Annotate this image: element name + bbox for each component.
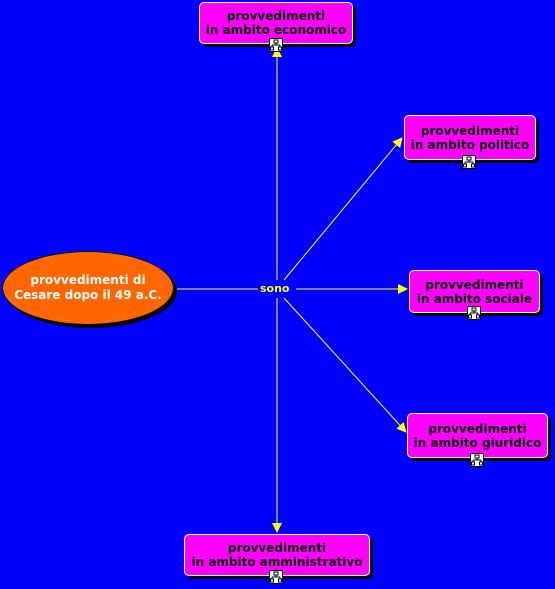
concept-sociale-line2: in ambito sociale (416, 291, 533, 306)
concept-ambito-giuridico[interactable]: provvedimenti in ambito giuridico (407, 413, 548, 458)
submap-icon[interactable] (462, 155, 476, 169)
concept-ambito-amministrativo[interactable]: provvedimenti in ambito amministrativo (184, 534, 370, 576)
submap-icon[interactable] (269, 570, 283, 584)
submap-icon[interactable] (269, 38, 283, 52)
link-label-sono: sono (258, 282, 292, 295)
submap-icon[interactable] (470, 453, 484, 467)
concept-politico-line1: provvedimenti (420, 123, 520, 138)
concept-giuridico-line2: in ambito giuridico (413, 435, 542, 450)
root-concept[interactable]: provvedimenti di Cesare dopo il 49 a.C. (2, 251, 174, 325)
concept-economico-line1: provvedimenti (226, 9, 326, 23)
concept-ambito-economico[interactable]: provvedimenti in ambito economico (199, 2, 353, 44)
connector-to-giuridico (283, 297, 407, 433)
concept-amministrativo-line1: provvedimenti (227, 541, 327, 555)
concept-sociale-line1: provvedimenti (425, 277, 524, 292)
root-concept-line1: provvedimenti di (30, 273, 146, 287)
concept-ambito-sociale[interactable]: provvedimenti in ambito sociale (409, 270, 540, 313)
concept-politico-line2: in ambito politico (410, 137, 530, 152)
concept-amministrativo-line2: in ambito amministrativo (191, 555, 363, 569)
connector-to-politico (283, 137, 403, 281)
concept-ambito-politico[interactable]: provvedimenti in ambito politico (404, 115, 536, 160)
concept-economico-line2: in ambito economico (205, 23, 347, 37)
concept-giuridico-line1: provvedimenti (428, 421, 527, 436)
submap-icon[interactable] (467, 306, 481, 320)
root-concept-line2: Cesare dopo il 49 a.C. (14, 288, 162, 302)
